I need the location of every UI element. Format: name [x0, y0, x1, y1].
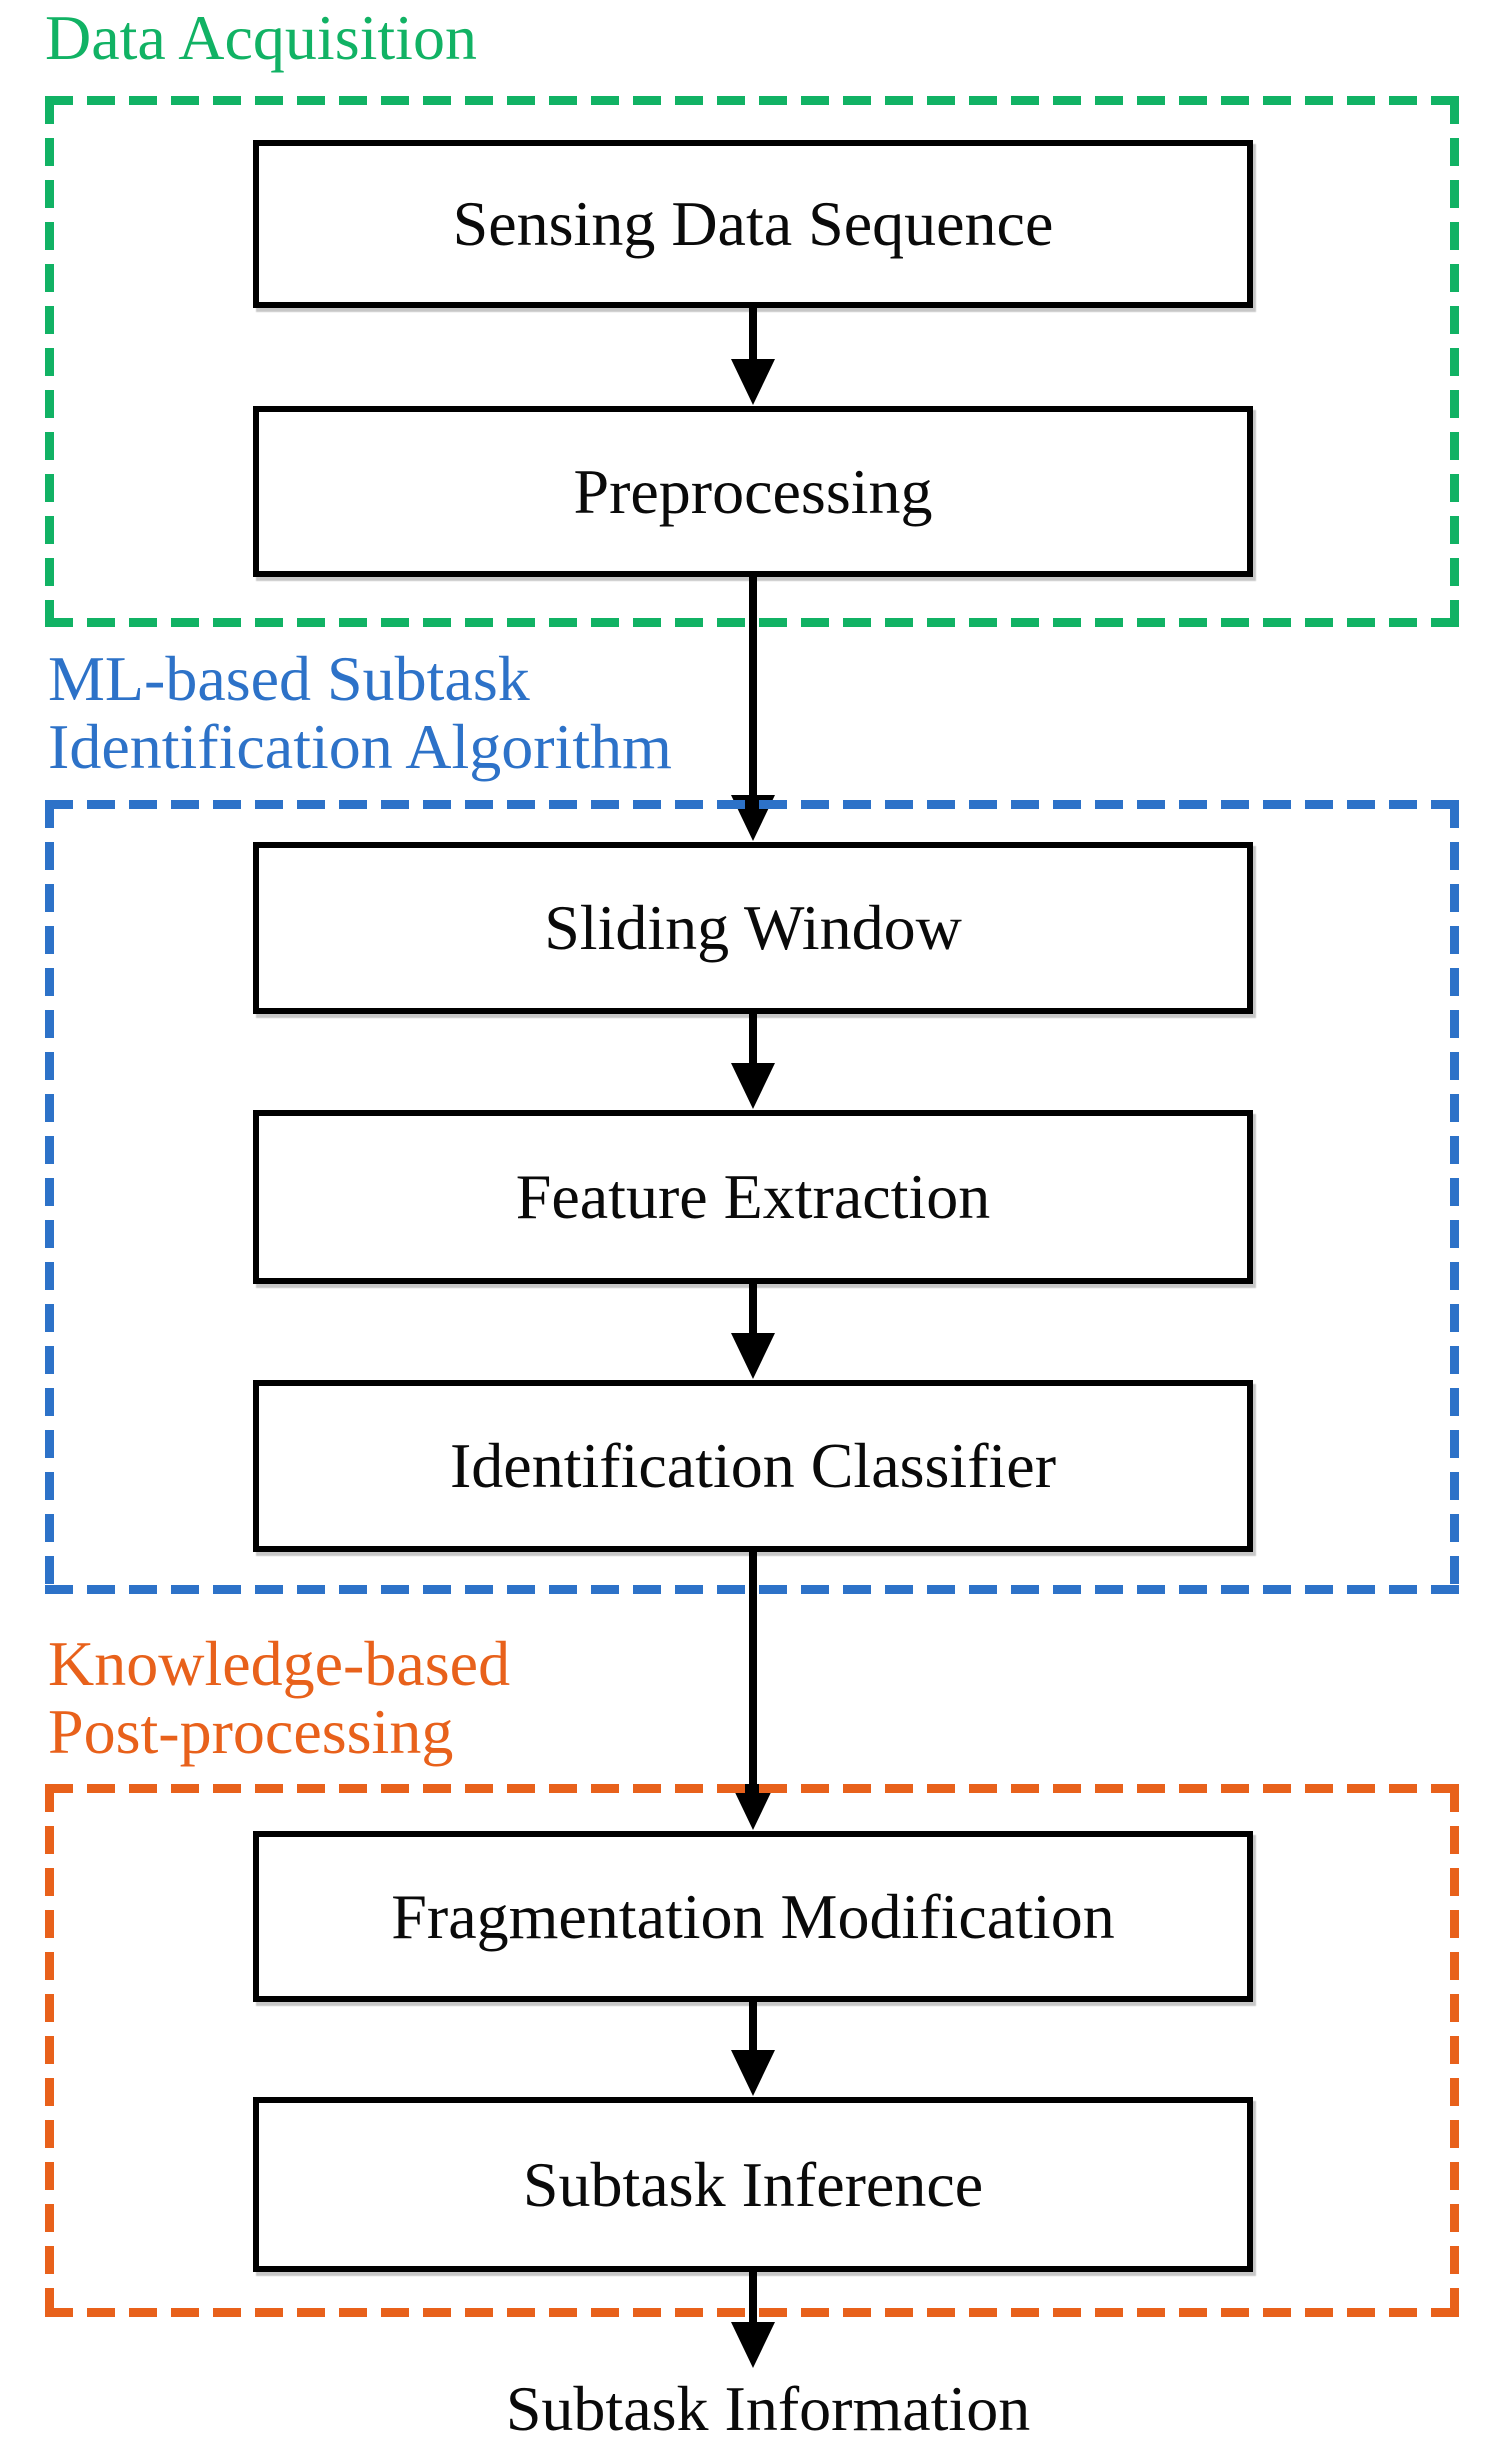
node-identification-classifier: Identification Classifier	[253, 1380, 1253, 1552]
arrow-shaft	[749, 2270, 757, 2330]
arrow-feature-extraction-to-classifier	[731, 1282, 775, 1379]
dashed-edge	[1450, 800, 1459, 1594]
arrowhead-down-icon	[731, 2322, 775, 2368]
section-label-ml-subtask-identification: ML-based Subtask Identification Algorith…	[48, 645, 672, 781]
dashed-edge	[45, 96, 1459, 105]
arrow-shaft	[749, 1282, 757, 1341]
node-label: Fragmentation Modification	[391, 1880, 1115, 1952]
dashed-edge	[45, 96, 54, 627]
node-sliding-window: Sliding Window	[253, 842, 1253, 1014]
node-sensing-data-sequence: Sensing Data Sequence	[253, 140, 1253, 308]
node-fragmentation-modification: Fragmentation Modification	[253, 1831, 1253, 2002]
arrow-shaft	[749, 306, 757, 367]
section-label-data-acquisition: Data Acquisition	[45, 4, 477, 72]
arrow-sliding-window-to-feature-extraction	[731, 1012, 775, 1109]
section-label-line: ML-based Subtask	[48, 643, 530, 714]
section-label-line: Data Acquisition	[45, 2, 477, 73]
dashed-edge	[45, 1784, 1459, 1793]
dashed-edge	[1450, 96, 1459, 627]
node-label: Identification Classifier	[449, 1430, 1057, 1501]
arrow-shaft	[749, 1550, 757, 1792]
arrow-fragmentation-to-inference	[731, 2000, 775, 2096]
node-label: Subtask Inference	[522, 2148, 984, 2220]
arrowhead-down-icon	[731, 1063, 775, 1109]
section-label-knowledge-post-processing: Knowledge-based Post-processing	[48, 1630, 510, 1766]
section-label-line: Knowledge-based	[48, 1628, 511, 1699]
dashed-edge	[45, 800, 54, 1594]
section-label-line: Identification Algorithm	[48, 710, 672, 782]
section-label-line: Post-processing	[48, 1695, 454, 1767]
node-label: Feature Extraction	[515, 1161, 991, 1232]
arrow-inference-to-output	[731, 2270, 775, 2368]
arrow-shaft	[749, 2000, 757, 2058]
node-label: Preprocessing	[573, 455, 933, 527]
arrow-shaft	[749, 575, 757, 803]
arrowhead-down-icon	[731, 359, 775, 405]
arrow-sensing-to-preprocessing	[731, 306, 775, 405]
node-label: Sensing Data Sequence	[452, 188, 1054, 259]
node-subtask-inference: Subtask Inference	[253, 2097, 1253, 2272]
node-feature-extraction: Feature Extraction	[253, 1110, 1253, 1284]
dashed-edge	[45, 1784, 54, 2317]
node-preprocessing: Preprocessing	[253, 406, 1253, 577]
dashed-edge	[45, 800, 1459, 809]
output-label-subtask-information: Subtask Information	[505, 2373, 1031, 2444]
arrowhead-down-icon	[731, 1333, 775, 1379]
dashed-edge	[1450, 1784, 1459, 2317]
arrowhead-down-icon	[731, 2050, 775, 2096]
node-label: Sliding Window	[544, 892, 962, 963]
arrow-shaft	[749, 1012, 757, 1071]
